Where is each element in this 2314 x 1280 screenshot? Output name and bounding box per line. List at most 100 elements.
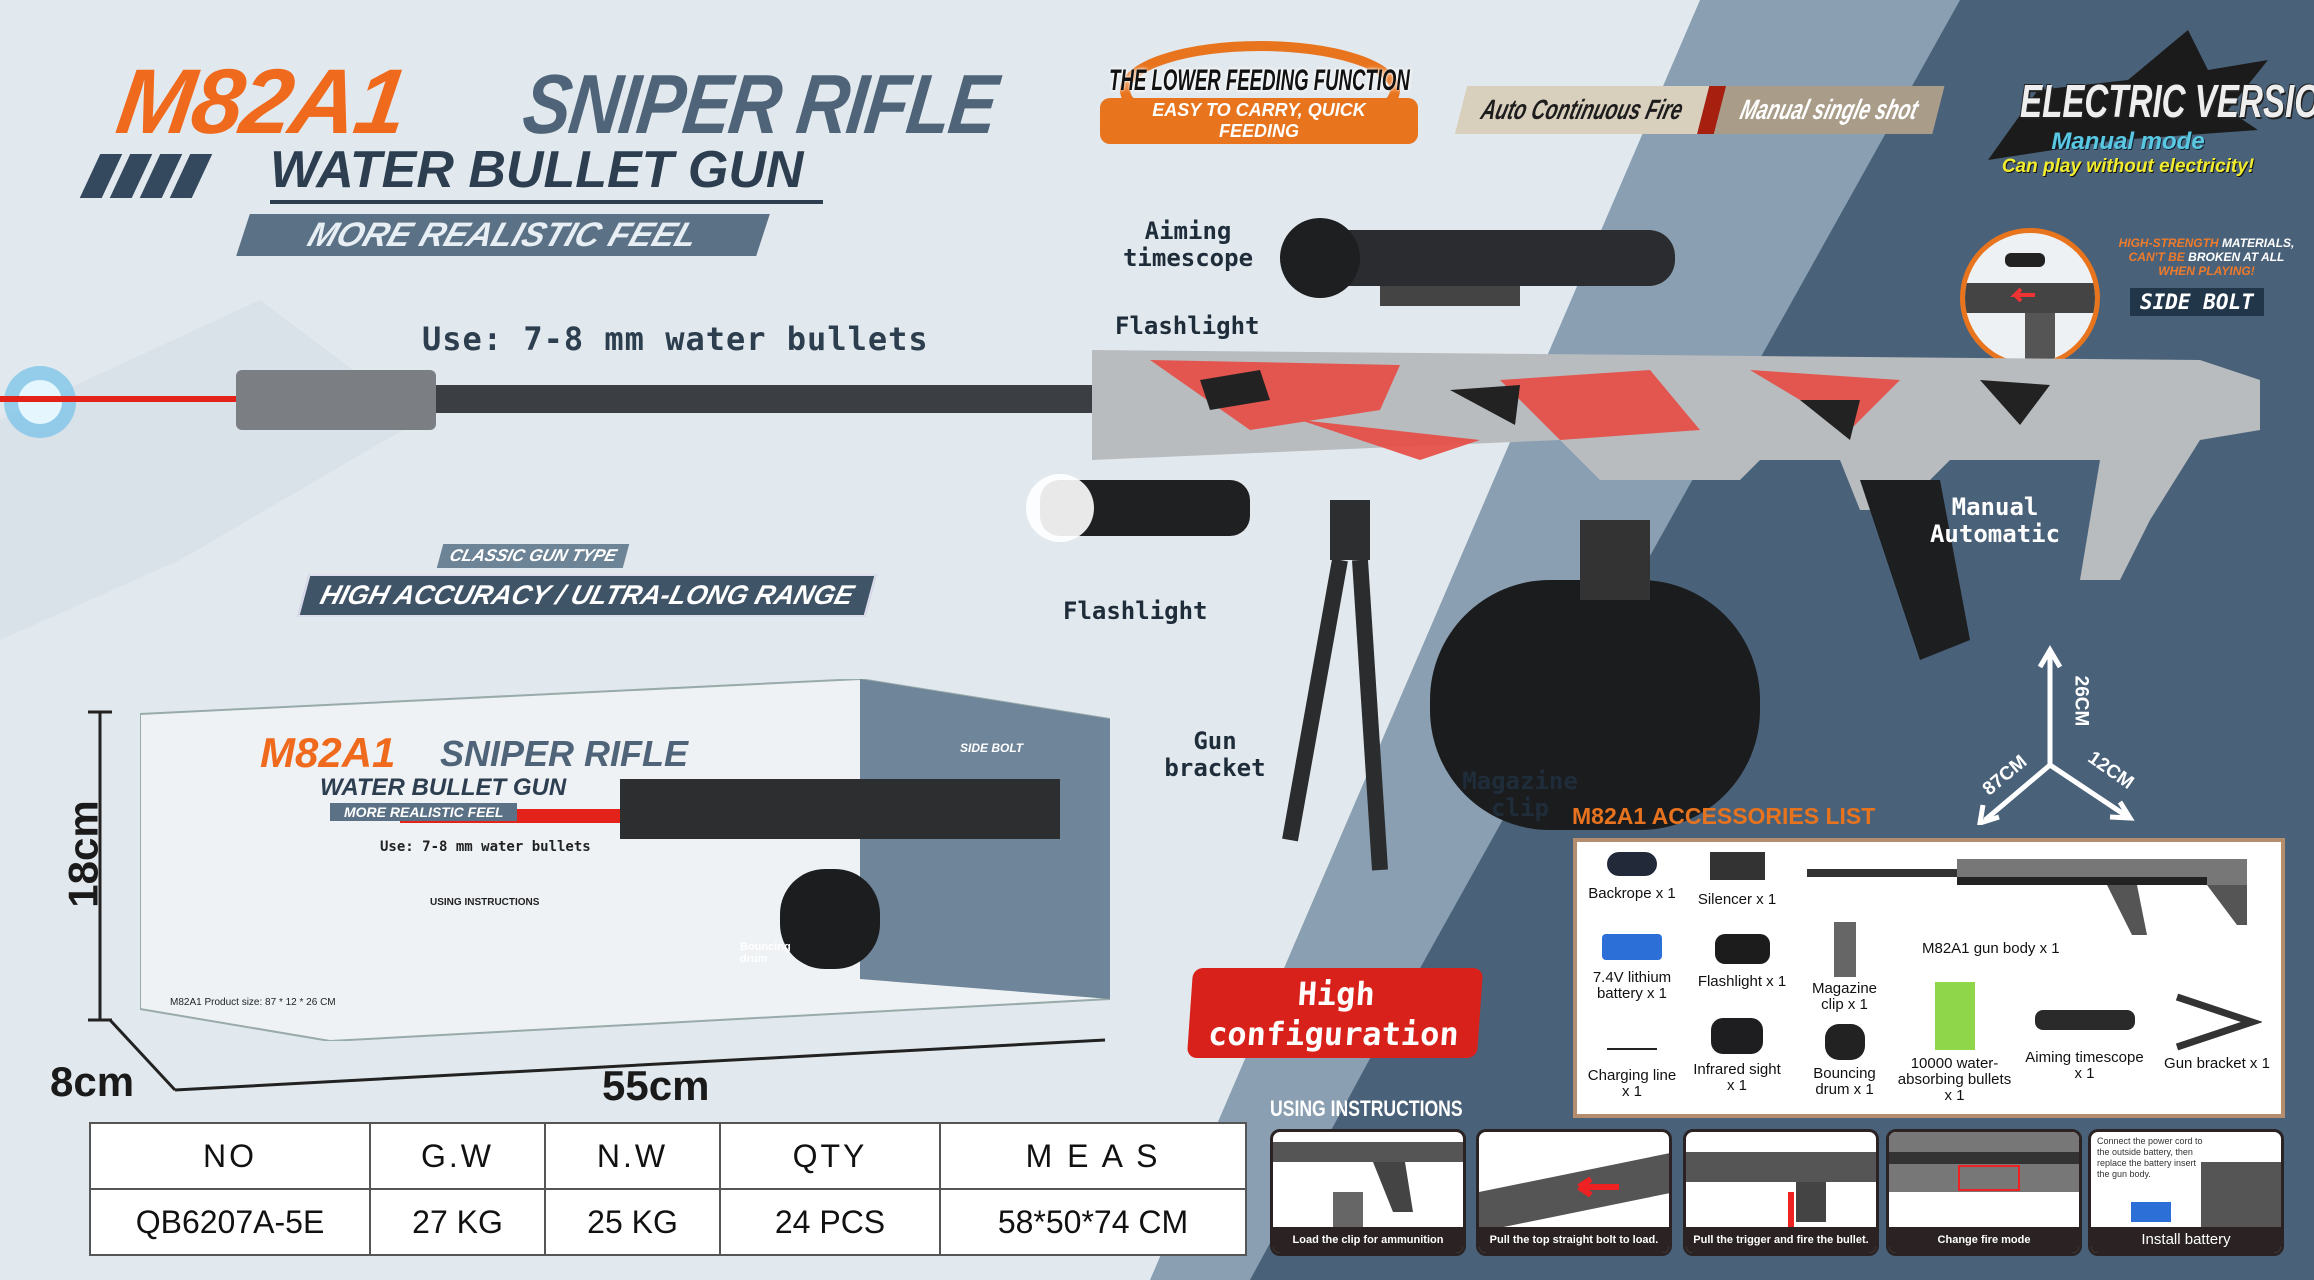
box-side-bolt: SIDE BOLT xyxy=(960,741,1024,755)
accessory-label: Gun bracket x 1 xyxy=(2164,1055,2270,1072)
step-caption: Load the clip for ammunition supply. xyxy=(1273,1227,1463,1253)
dim-depth: 8cm xyxy=(50,1058,135,1105)
spec-table: NO G.W N.W QTY M E A S QB6207A-5E 27 KG … xyxy=(89,1122,1247,1256)
bipod-icon xyxy=(1282,500,1388,871)
sight-icon xyxy=(1711,1018,1763,1054)
box-instructions: USING INSTRUCTIONS xyxy=(430,897,540,908)
step-illustration xyxy=(1889,1132,2079,1192)
accessory-label: Flashlight x 1 xyxy=(1697,973,1787,990)
product-axes: 26CM 87CM 12CM xyxy=(1975,645,2155,830)
cell-qty: 24 PCS xyxy=(719,1188,941,1256)
side-bolt-tag: SIDE BOLT xyxy=(2130,288,2264,316)
step-illustration xyxy=(2131,1162,2281,1232)
auto-fire-label: Auto Continuous Fire xyxy=(1454,86,1710,134)
gun-body-icon xyxy=(1807,859,2247,935)
lower-feeding-sub: EASY TO CARRY, QUICK FEEDING xyxy=(1100,98,1418,144)
accessory-label: 7.4V lithium battery x 1 xyxy=(1592,969,1672,1002)
accessory-magazine: Magazine clip x 1 xyxy=(1802,922,1887,1013)
step-pull-trigger: Pull the trigger and fire the bullet. xyxy=(1683,1129,1879,1256)
flashlight-icon xyxy=(1714,934,1770,964)
box-size: M82A1 Product size: 87 * 12 * 26 CM xyxy=(170,997,336,1008)
accessory-label: Silencer x 1 xyxy=(1697,891,1777,908)
flashlight-icon xyxy=(1026,474,1250,542)
header-gw: G.W xyxy=(369,1122,546,1190)
silencer-icon xyxy=(1709,852,1765,880)
cell-meas: 58*50*74 CM xyxy=(939,1188,1247,1256)
cable-icon xyxy=(1607,1040,1657,1050)
star-burst-icon xyxy=(1988,30,2268,160)
accessory-infrared-sight: Infrared sight x 1 xyxy=(1692,1018,1782,1094)
step-caption: Change fire mode xyxy=(1889,1227,2079,1253)
drum-icon xyxy=(1824,1024,1865,1060)
accessories-title: M82A1 ACCESSORIES LIST xyxy=(1572,803,1876,829)
accessory-label: Aiming timescope x 1 xyxy=(2025,1049,2144,1082)
accessory-label: M82A1 gun body x 1 xyxy=(1922,940,2060,957)
accessories-panel: Backrope x 1 Silencer x 1 M82A1 gun body… xyxy=(1573,838,2285,1118)
gun-body xyxy=(1092,350,2260,580)
label-gun-bracket: Gun bracket xyxy=(1164,727,1266,782)
accessory-backrope: Backrope x 1 xyxy=(1587,852,1677,902)
side-bolt-text: HIGH-STRENGTH MATERIALS, CAN'T BE BROKEN… xyxy=(2104,236,2309,278)
step-fire-mode: Change fire mode xyxy=(1886,1129,2082,1256)
electric-title: ELECTRIC VERSION xyxy=(2020,75,2314,127)
rifle-illustration xyxy=(0,218,2260,871)
electric-version-badge: ELECTRIC VERSION Manual mode Can play wi… xyxy=(1978,30,2314,178)
accessory-label: Magazine clip x 1 xyxy=(1811,980,1878,1013)
table-header-row: NO G.W N.W QTY M E A S xyxy=(89,1122,1247,1190)
step-caption: Pull the top straight bolt to load. xyxy=(1479,1227,1669,1253)
fire-mode-banner: Auto Continuous Fire Manual single shot xyxy=(1454,86,1945,134)
barrel xyxy=(436,385,1096,413)
step-install-battery: Connect the power cord to the outside ba… xyxy=(2088,1129,2284,1256)
accessory-label: 10000 water-absorbing bullets x 1 xyxy=(1897,1055,2012,1104)
manual-shot-label: Manual single shot xyxy=(1714,86,1945,134)
accessory-flashlight: Flashlight x 1 xyxy=(1687,934,1797,990)
axes-arrows-icon xyxy=(1976,645,2135,827)
label-flashlight: Flashlight xyxy=(1063,597,1208,625)
sb-hl1: HIGH-STRENGTH xyxy=(2118,236,2219,250)
cell-gw: 27 KG xyxy=(369,1188,546,1256)
accessory-bullets: 10000 water-absorbing bullets x 1 xyxy=(1892,982,2017,1104)
step-caption: Pull the trigger and fire the bullet. xyxy=(1686,1227,1876,1253)
accessory-silencer: Silencer x 1 xyxy=(1687,852,1787,908)
step-pull-bolt: Pull the top straight bolt to load. xyxy=(1476,1129,1672,1256)
bipod-icon xyxy=(2175,993,2264,1051)
magazine-icon xyxy=(1833,922,1856,977)
use-text: Use: 7-8 mm water bullets xyxy=(422,320,929,358)
step-caption: Install battery xyxy=(2091,1227,2281,1253)
bullet-pack-icon xyxy=(1934,982,1975,1050)
product-box: M82A1 SNIPER RIFLE WATER BULLET GUN MORE… xyxy=(140,679,1110,1041)
box-name: SNIPER RIFLE xyxy=(440,733,689,774)
grip xyxy=(1860,480,1970,660)
sb-l1: MATERIALS, xyxy=(2221,236,2295,250)
high-config-badge: High configuration xyxy=(1186,968,1484,1058)
accessory-charging-line: Charging line x 1 xyxy=(1582,1032,1682,1100)
title-name: SNIPER RIFLE xyxy=(518,57,1002,151)
label-timescope: Aiming timescope xyxy=(1122,217,1254,272)
electric-note: Can play without electricity! xyxy=(2001,156,2255,177)
label-manual-auto: Manual Automatic xyxy=(1929,493,2061,548)
lower-feeding-title: THE LOWER FEEDING FUNCTION xyxy=(1108,64,1410,97)
accessory-label: Charging line x 1 xyxy=(1587,1067,1677,1100)
box-shape xyxy=(140,679,1110,1041)
accessory-gun-bracket: Gun bracket x 1 xyxy=(2152,992,2282,1072)
sb-l3: WHEN PLAYING! xyxy=(2158,264,2255,278)
gun-closeup-icon xyxy=(1965,253,2095,363)
step-load-clip: Load the clip for ammunition supply. xyxy=(1270,1129,1466,1256)
accessory-label: Backrope x 1 xyxy=(1588,885,1676,902)
lower-feeding-badge: THE LOWER FEEDING FUNCTION EASY TO CARRY… xyxy=(1100,40,1418,144)
box-subtitle: WATER BULLET GUN xyxy=(320,774,567,801)
label-flashlight-top: Flashlight xyxy=(1115,312,1260,340)
drum-magazine-icon xyxy=(1430,520,1760,830)
dim-height: 18cm xyxy=(59,800,107,908)
electric-mode: Manual mode xyxy=(2051,128,2205,155)
box-use: Use: 7-8 mm water bullets xyxy=(380,839,591,855)
header-meas: M E A S xyxy=(939,1122,1247,1190)
classic-type-tag: CLASSIC GUN TYPE xyxy=(436,544,630,568)
dimension-lines xyxy=(88,710,1106,1092)
sb-hl2: CAN'T BE xyxy=(2128,250,2185,264)
scope-icon xyxy=(2034,1010,2135,1030)
silencer-icon xyxy=(236,370,436,430)
accessory-battery: 7.4V lithium battery x 1 xyxy=(1582,934,1682,1002)
dim-width: 55cm xyxy=(602,1062,710,1109)
box-drum: Bouncing drum xyxy=(740,941,791,965)
